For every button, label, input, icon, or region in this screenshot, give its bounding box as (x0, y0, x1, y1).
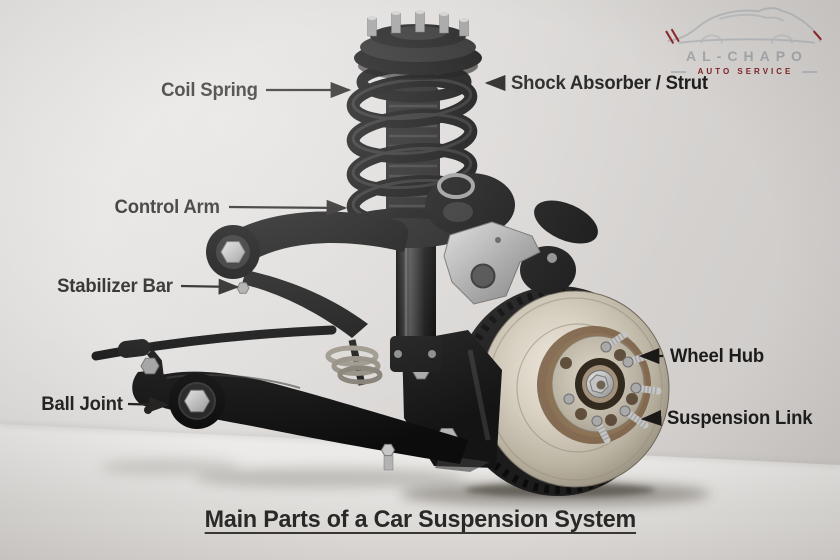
arm-bolt (220, 241, 246, 263)
arm-bolt (183, 389, 211, 413)
lug-holes (560, 349, 638, 426)
logo-dash-right (802, 70, 818, 73)
upper-control-arm-part (206, 211, 409, 338)
label-stabilizer-bar: Stabilizer Bar (57, 275, 173, 297)
small-spring-detail (325, 339, 383, 386)
page-title: Main Parts of a Car Suspension System (0, 505, 840, 535)
label-shock-absorber: Shock Absorber / Strut (511, 72, 708, 94)
label-ball-joint: Ball Joint (41, 393, 124, 415)
logo-car-icon (665, 7, 822, 44)
wheel-hub-part (537, 326, 662, 444)
label-coil-spring: Coil Spring (161, 79, 258, 101)
logo-name: AL-CHAPO (686, 48, 808, 64)
logo-tagline: AUTO SERVICE (697, 67, 794, 76)
label-control-arm: Control Arm (114, 196, 220, 218)
label-suspension-link: Suspension Link (667, 407, 813, 429)
bottom-hardware (380, 443, 396, 471)
strut-mount-part (354, 10, 482, 80)
label-wheel-hub: Wheel Hub (670, 345, 765, 367)
mount-bolts (367, 10, 469, 37)
lower-control-arm-part (132, 357, 469, 464)
knuckle-bracket-part (425, 173, 541, 305)
page-title-text: Main Parts of a Car Suspension System (204, 506, 636, 533)
logo-dash-left (670, 70, 686, 73)
caliper-bracket-part (520, 200, 598, 294)
logo: AL-CHAPO AUTO SERVICE (653, 4, 835, 76)
strut-body-part (390, 228, 442, 372)
